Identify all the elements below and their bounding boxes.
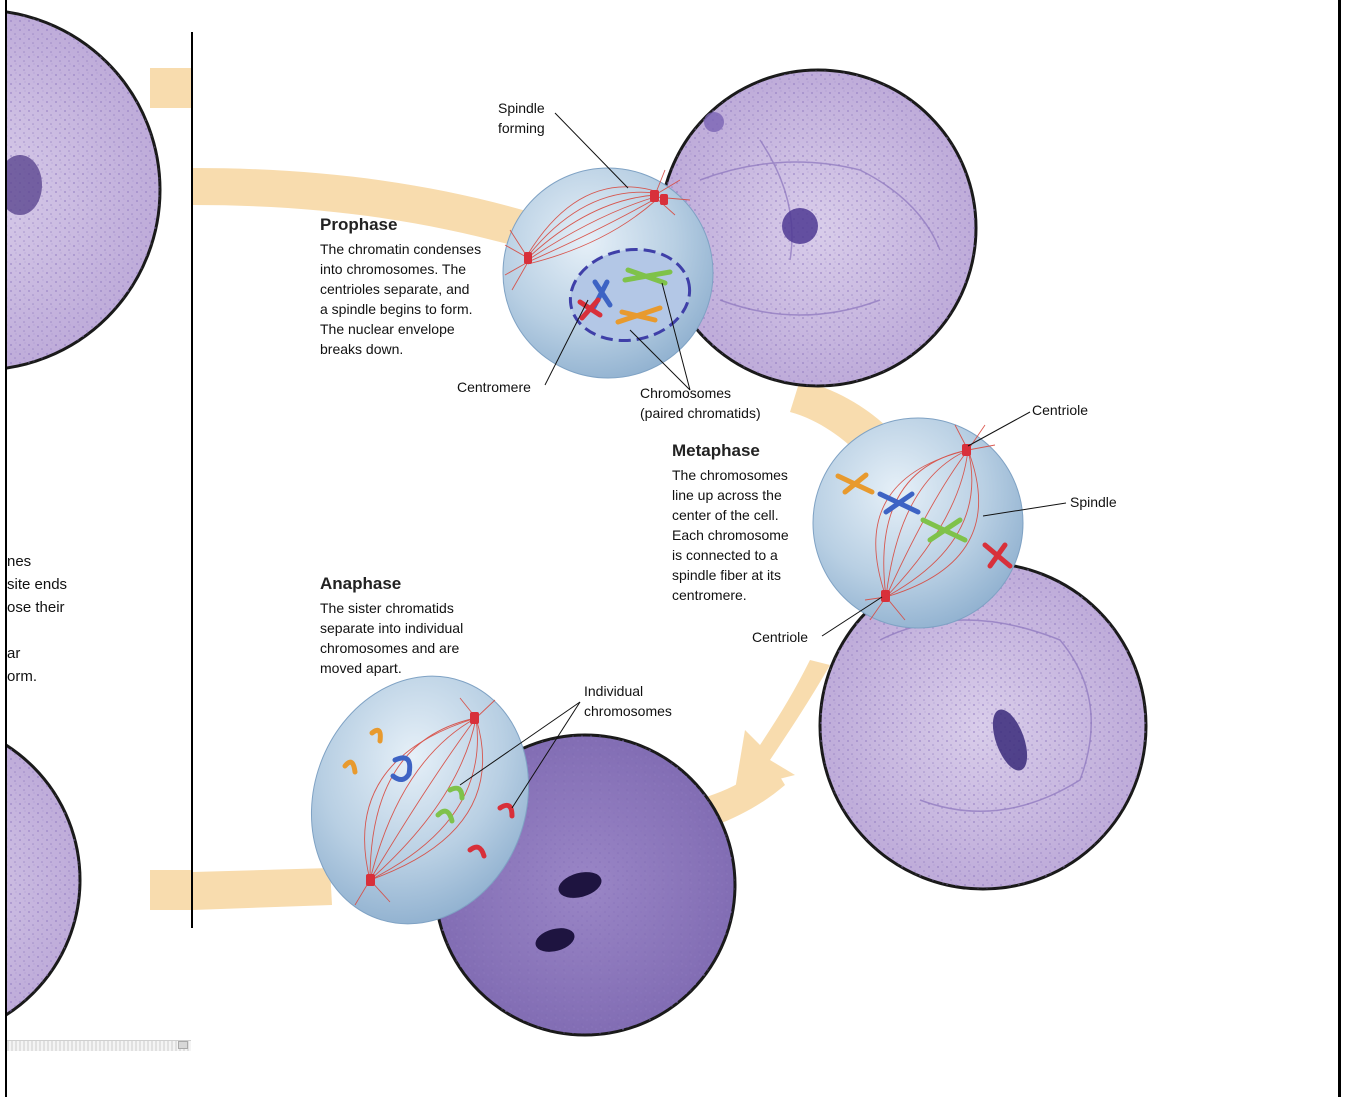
left-fragment-line-2: site ends [7, 573, 67, 596]
prophase-cell [503, 168, 713, 378]
anaphase-description: The sister chromatids separate into indi… [320, 598, 510, 678]
label-chromosomes-paired: Chromosomes (paired chromatids) [640, 383, 761, 423]
left-panel-figure [0, 10, 191, 1040]
prophase-description: The chromatin condenses into chromosomes… [320, 239, 510, 359]
label-centriole-bottom: Centriole [752, 627, 808, 647]
metaphase-description: The chromosomes line up across the cente… [672, 465, 822, 605]
metaphase-cell [813, 418, 1023, 628]
frame-right-border [1338, 0, 1341, 1097]
prophase-title: Prophase [320, 215, 397, 235]
prophase-micrograph [660, 70, 976, 386]
label-spindle-forming: Spindle forming [498, 98, 545, 138]
left-fragment-line-1: nes [7, 550, 31, 573]
frame-left-border [5, 0, 7, 1097]
label-centriole-top: Centriole [1032, 400, 1088, 420]
scroll-right-arrow-icon[interactable] [178, 1041, 188, 1049]
left-fragment-line-6: orm. [7, 665, 37, 688]
label-individual-chromosomes: Individual chromosomes [584, 681, 672, 721]
anaphase-title: Anaphase [320, 574, 401, 594]
horizontal-scrollbar[interactable] [7, 1040, 191, 1051]
left-fragment-line-5: ar [7, 642, 20, 665]
metaphase-title: Metaphase [672, 441, 760, 461]
label-centromere: Centromere [457, 377, 531, 397]
left-fragment-line-3: ose their [7, 596, 65, 619]
panel-divider [191, 32, 193, 928]
label-spindle: Spindle [1070, 492, 1117, 512]
